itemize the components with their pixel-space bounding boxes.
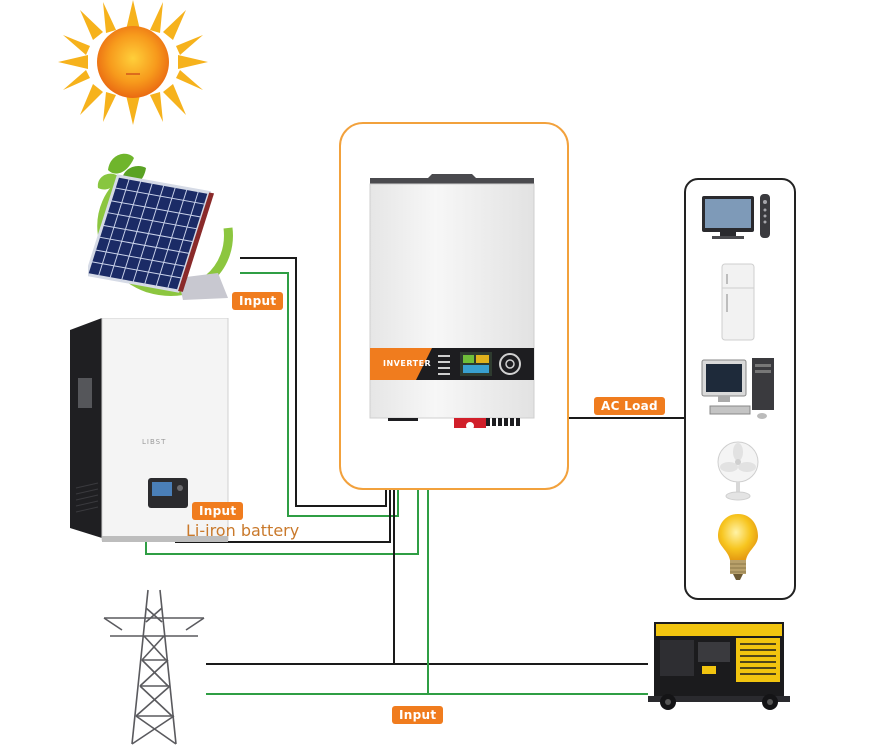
fridge-icon xyxy=(721,263,755,341)
solar-wire-black xyxy=(240,257,387,507)
tv-icon xyxy=(702,194,770,239)
light-bulb-icon xyxy=(718,514,758,580)
battery-input-label: Input xyxy=(192,502,244,520)
grid-input-label: Input xyxy=(392,706,444,724)
generator-icon xyxy=(648,622,790,710)
sun-icon xyxy=(58,0,208,125)
solar-panel-icon xyxy=(88,153,233,300)
pv-input-label: Input xyxy=(232,292,284,310)
solar-wire-green xyxy=(240,272,399,517)
battery-wire-green xyxy=(145,486,419,555)
computer-icon xyxy=(701,358,774,419)
ac-load-label: AC Load xyxy=(594,397,665,415)
battery-caption: Li-iron battery xyxy=(186,521,300,540)
inverter-icon xyxy=(369,174,535,430)
fan-icon xyxy=(717,441,759,501)
battery-brand-text: LIBST xyxy=(142,438,167,446)
inverter-badge: INVERTER xyxy=(383,359,432,368)
power-tower-icon xyxy=(103,589,205,745)
